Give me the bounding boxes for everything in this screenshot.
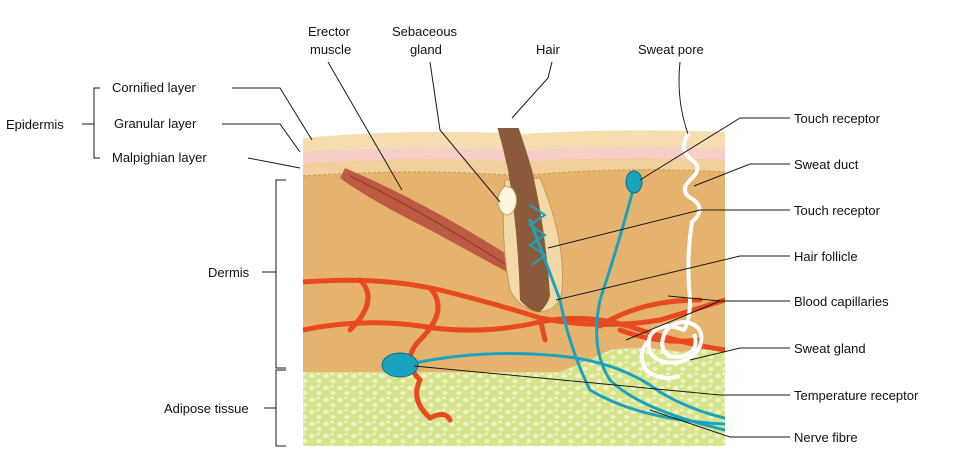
adipose-bracket bbox=[264, 370, 286, 446]
label-sweat-duct: Sweat duct bbox=[794, 157, 859, 172]
label-sweat-pore: Sweat pore bbox=[638, 42, 704, 57]
label-nerve-fibre: Nerve fibre bbox=[794, 430, 858, 445]
label-cornified-layer: Cornified layer bbox=[112, 80, 196, 95]
sebaceous-gland-shape bbox=[498, 186, 517, 215]
label-hair-follicle: Hair follicle bbox=[794, 249, 858, 264]
right-labels: Touch receptor Sweat duct Touch receptor… bbox=[794, 111, 919, 445]
skin-block bbox=[303, 60, 725, 446]
label-sebaceous-line2: gland bbox=[410, 42, 442, 57]
label-dermis: Dermis bbox=[208, 265, 250, 280]
label-adipose-tissue: Adipose tissue bbox=[164, 401, 249, 416]
epidermis-bracket bbox=[82, 88, 100, 158]
label-sebaceous-line1: Sebaceous bbox=[392, 24, 458, 39]
temperature-receptor-shape bbox=[382, 353, 418, 377]
touch-receptor-shape bbox=[626, 171, 642, 193]
label-malpighian-layer: Malpighian layer bbox=[112, 150, 207, 165]
label-blood-capillaries: Blood capillaries bbox=[794, 294, 889, 309]
top-labels: Erector muscle Sebaceous gland Hair Swea… bbox=[308, 24, 704, 57]
label-epidermis: Epidermis bbox=[6, 117, 64, 132]
label-sweat-gland: Sweat gland bbox=[794, 341, 866, 356]
left-labels: Epidermis Cornified layer Granular layer… bbox=[6, 80, 250, 416]
dermis-bracket bbox=[262, 180, 286, 368]
label-erector-line2: muscle bbox=[310, 42, 351, 57]
label-touch-receptor-top: Touch receptor bbox=[794, 111, 881, 126]
label-granular-layer: Granular layer bbox=[114, 116, 197, 131]
label-touch-receptor-mid: Touch receptor bbox=[794, 203, 881, 218]
label-temperature-receptor: Temperature receptor bbox=[794, 388, 919, 403]
label-erector-line1: Erector bbox=[308, 24, 351, 39]
label-hair: Hair bbox=[536, 42, 561, 57]
